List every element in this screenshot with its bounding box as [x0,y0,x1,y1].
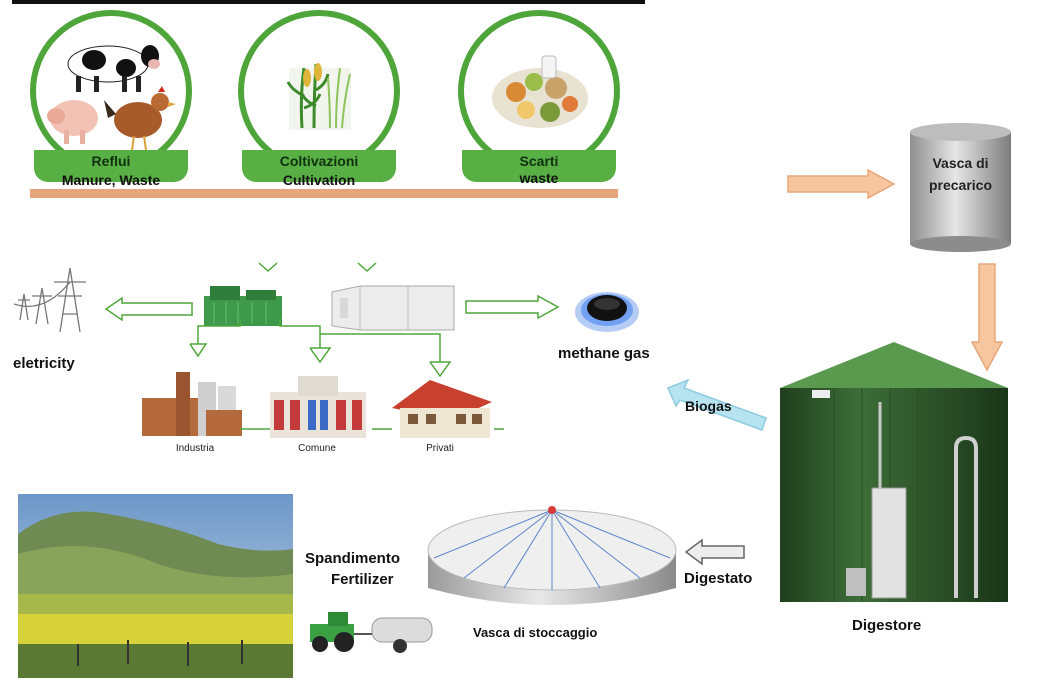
feedstock-reflui: Reflui Manure, Waste [30,10,192,188]
food-scraps-icon [492,55,588,128]
arrow-to-digestore [970,263,1004,372]
comune-label: Comune [298,443,336,454]
chevron-down-icon [357,262,377,273]
container-icon [331,285,455,331]
power-pylon-icon [14,267,86,333]
top-border-line [12,0,645,4]
digestore-label: Digestore [852,617,922,634]
pig-icon [47,100,98,144]
feedstock-title: Scarti [519,153,559,169]
connection-line [240,428,504,430]
house-icon [392,380,492,438]
feedstock-banner: Reflui [34,150,188,182]
spandimento-label: Spandimento [305,550,401,567]
ground-bar [30,189,618,198]
townhall-icon [270,376,366,438]
stoccaggio-label: Vasca di stoccaggio [473,625,598,640]
biogas-arrow [666,378,767,431]
precarico-tank: Vasca di precarico [908,122,1013,254]
feedstock-subtitle: waste [519,170,559,186]
hen-icon [104,86,176,151]
generator-icon [204,286,282,326]
feedstock-title: Coltivazioni [279,153,359,169]
distribution-arrows [189,318,452,378]
feedstock-title: Reflui [91,153,131,169]
arrow-to-electricity [104,296,193,322]
gas-flame-icon [575,292,639,332]
feedstock-banner: Scarti [462,150,616,182]
digestato-arrow [684,538,745,566]
precarico-label-line1: Vasca di [932,155,989,171]
arrow-to-methane [465,294,560,320]
feedstock-coltivazioni: Coltivazioni Cultivation [238,10,400,188]
electricity-label: eletricity [13,355,75,372]
industria-label: Industria [175,443,215,454]
cow-icon [67,45,160,92]
feedstock-subtitle: Manure, Waste [61,172,161,188]
biogas-label: Biogas [685,398,732,414]
factory-icon [142,372,242,436]
feedstock-subtitle: Cultivation [282,172,356,188]
tractor-icon [310,612,433,653]
arrow-to-precarico [787,168,896,200]
corn-icon [286,63,351,130]
privati-label: Privati [426,443,454,454]
digestore-tank [776,338,1012,608]
chevron-down-icon [258,262,278,273]
feedstock-banner: Coltivazioni [242,150,396,182]
landscape-photo [18,494,293,678]
precarico-label-line2: precarico [928,177,993,193]
feedstock-scarti: Scarti waste [458,10,620,186]
digestato-label: Digestato [684,570,753,587]
stoccaggio-tank [427,506,677,605]
fertilizer-label: Fertilizer [331,571,394,588]
methane-label: methane gas [558,345,650,362]
